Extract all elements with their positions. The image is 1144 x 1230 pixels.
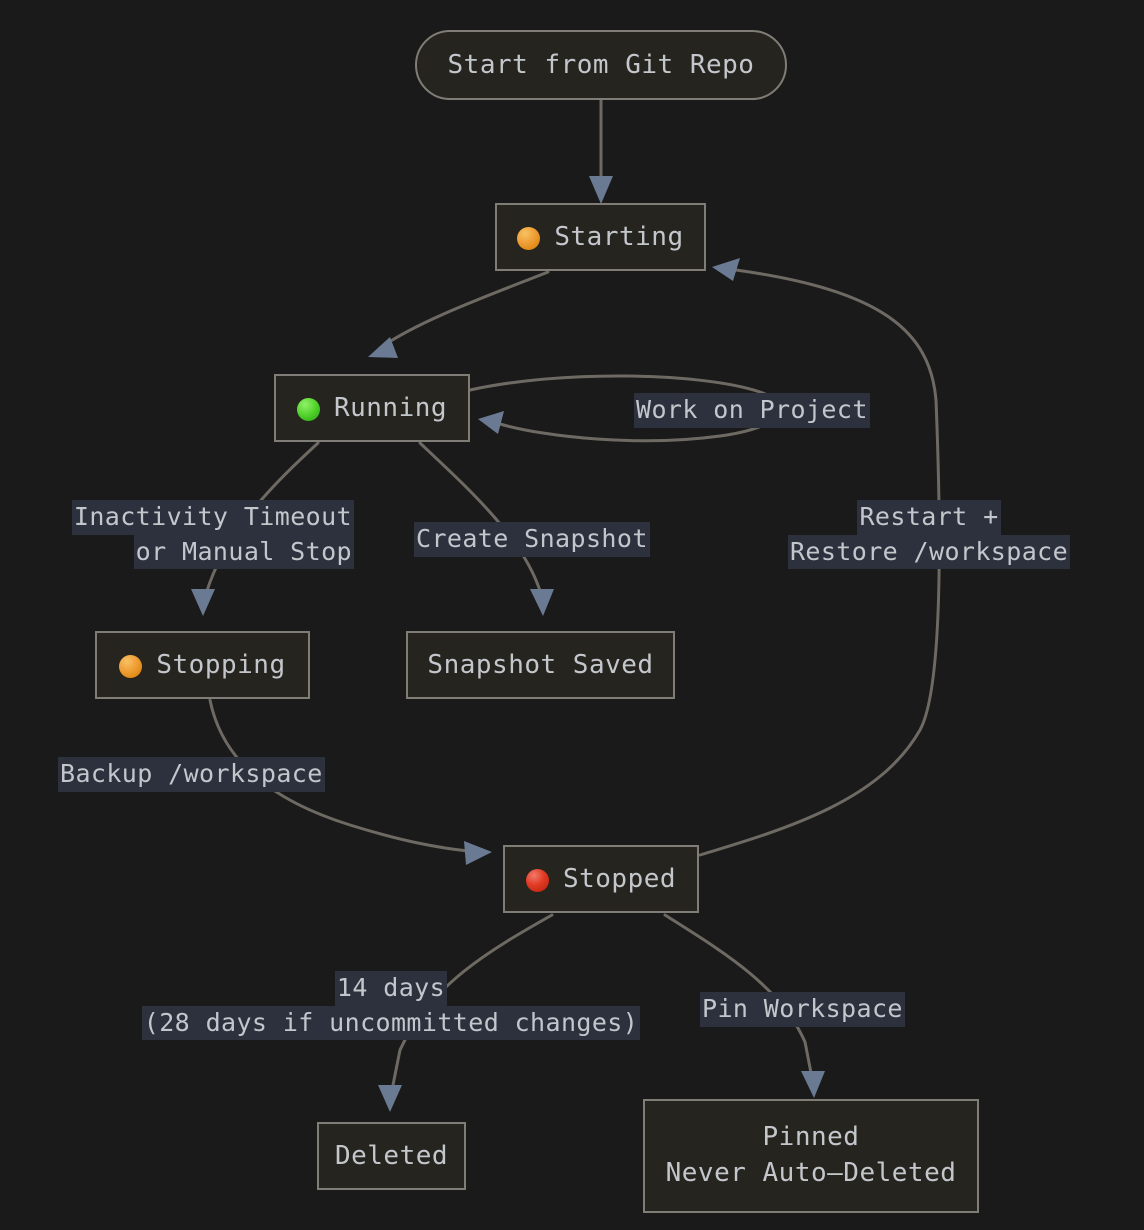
node-deleted[interactable] — [317, 1122, 466, 1190]
node-pinned-label: Pinned Never Auto—Deleted — [644, 1100, 978, 1212]
node-stopped-label: Stopped — [504, 846, 698, 912]
edge-stopped-to-pinned — [663, 913, 825, 1098]
edge-start-to-starting — [589, 97, 613, 204]
edge-line — [663, 913, 814, 1080]
arrowhead-icon — [478, 411, 504, 434]
edge-stopping-to-stopped — [208, 698, 492, 865]
edge-label-line-1: 14 days — [334, 971, 448, 1006]
edge-label-line: Create Snapshot — [414, 522, 650, 557]
arrowhead-icon — [801, 1071, 825, 1098]
node-pinned[interactable] — [643, 1099, 979, 1213]
node-stopping-text: Stopping — [156, 649, 286, 680]
edge-label-line: Work on Project — [634, 393, 870, 428]
edge-label-work-on-project: Work on Project — [634, 393, 870, 428]
arrowhead-icon — [464, 841, 492, 865]
green-circle-icon — [296, 397, 320, 421]
edge-line — [698, 268, 941, 857]
edge-label-pin-workspace: Pin Workspace — [700, 992, 905, 1027]
node-start-from-git-repo[interactable] — [415, 30, 787, 100]
node-deleted-label: Deleted — [318, 1123, 465, 1189]
arrowhead-icon — [191, 589, 215, 616]
edge-line — [378, 270, 550, 350]
node-deleted-text: Deleted — [334, 1140, 449, 1171]
edge-label-line-2: (28 days if uncommitted changes) — [141, 1005, 641, 1040]
node-start-label: Start from Git Repo — [416, 31, 786, 99]
edge-label-retention-days: 14 days (28 days if uncommitted changes) — [121, 971, 661, 1040]
node-stopping-label: Stopping — [96, 632, 309, 698]
node-running-label: Running — [275, 375, 469, 441]
edge-label-restart-restore: Restart + Restore /workspace — [776, 500, 1082, 569]
edge-label-line-2: Restore /workspace — [787, 534, 1071, 569]
node-snapshot-saved-label: Snapshot Saved — [407, 632, 674, 698]
arrowhead-icon — [712, 258, 740, 281]
edge-label-inactivity-timeout: Inactivity Timeout or Manual Stop — [52, 500, 354, 569]
edge-label-line-1: Inactivity Timeout — [71, 500, 354, 535]
node-snapshot-saved[interactable] — [406, 631, 675, 699]
edge-running-to-snapshot — [418, 441, 554, 616]
node-pinned-text-line2: Never Auto—Deleted — [665, 1158, 957, 1188]
edge-stopped-to-starting — [698, 258, 941, 857]
orange-circle-icon — [517, 226, 541, 250]
edge-label-backup-workspace: Backup /workspace — [58, 757, 325, 792]
red-circle-icon — [525, 868, 549, 892]
orange-circle-icon — [119, 654, 143, 678]
edge-label-line-2: or Manual Stop — [133, 534, 354, 569]
arrowhead-icon — [589, 176, 613, 204]
arrowhead-icon — [368, 337, 398, 358]
edge-starting-to-running — [368, 270, 550, 358]
node-snapshot-saved-text: Snapshot Saved — [427, 649, 654, 680]
node-starting-text: Starting — [554, 221, 684, 252]
edge-label-line-1: Restart + — [857, 500, 1001, 535]
node-pinned-text-line1: Pinned — [762, 1122, 860, 1153]
arrowhead-icon — [530, 589, 554, 616]
node-start-text: Start from Git Repo — [447, 49, 755, 80]
node-starting-label: Starting — [496, 204, 705, 270]
node-running-text: Running — [333, 392, 448, 423]
node-stopped-text: Stopped — [562, 863, 677, 894]
arrowhead-icon — [378, 1085, 402, 1112]
edge-label-line: Pin Workspace — [700, 992, 905, 1027]
edge-label-create-snapshot: Create Snapshot — [414, 522, 650, 557]
edge-line — [208, 698, 470, 853]
edge-line — [418, 441, 543, 596]
edge-label-line: Backup /workspace — [58, 757, 325, 792]
